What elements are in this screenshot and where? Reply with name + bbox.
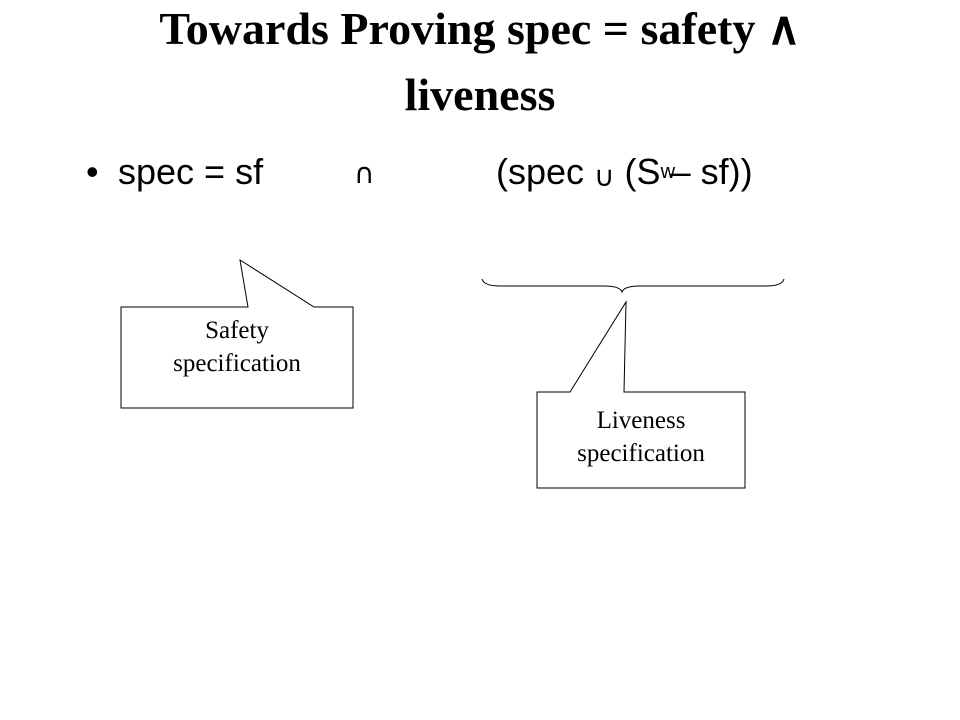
slide-title-line-1: Towards Proving spec = safety ∧	[159, 3, 801, 54]
liveness-callout: Liveness specification	[537, 404, 745, 470]
liveness-brace	[481, 278, 785, 294]
liveness-callout-shape	[536, 300, 746, 489]
formula-rhs-s: (S	[614, 151, 661, 192]
intersection-symbol: ∩	[354, 157, 375, 190]
superscript-w: w	[660, 161, 676, 183]
bullet-marker: •	[86, 151, 99, 192]
union-symbol: ∪	[594, 160, 615, 193]
formula-lhs: spec = sf	[118, 151, 264, 192]
liveness-callout-line-2: specification	[577, 440, 705, 467]
safety-callout-shape	[120, 258, 354, 409]
slide-title-line-2: liveness	[404, 69, 556, 120]
liveness-callout-line-1: Liveness	[596, 407, 686, 434]
formula-rhs-close: – sf))	[660, 151, 753, 192]
safety-callout-line-2: specification	[173, 350, 301, 377]
safety-callout-line-1: Safety	[205, 317, 269, 344]
formula-rhs-open: (spec	[496, 151, 595, 192]
safety-callout: Safety specification	[121, 314, 353, 380]
